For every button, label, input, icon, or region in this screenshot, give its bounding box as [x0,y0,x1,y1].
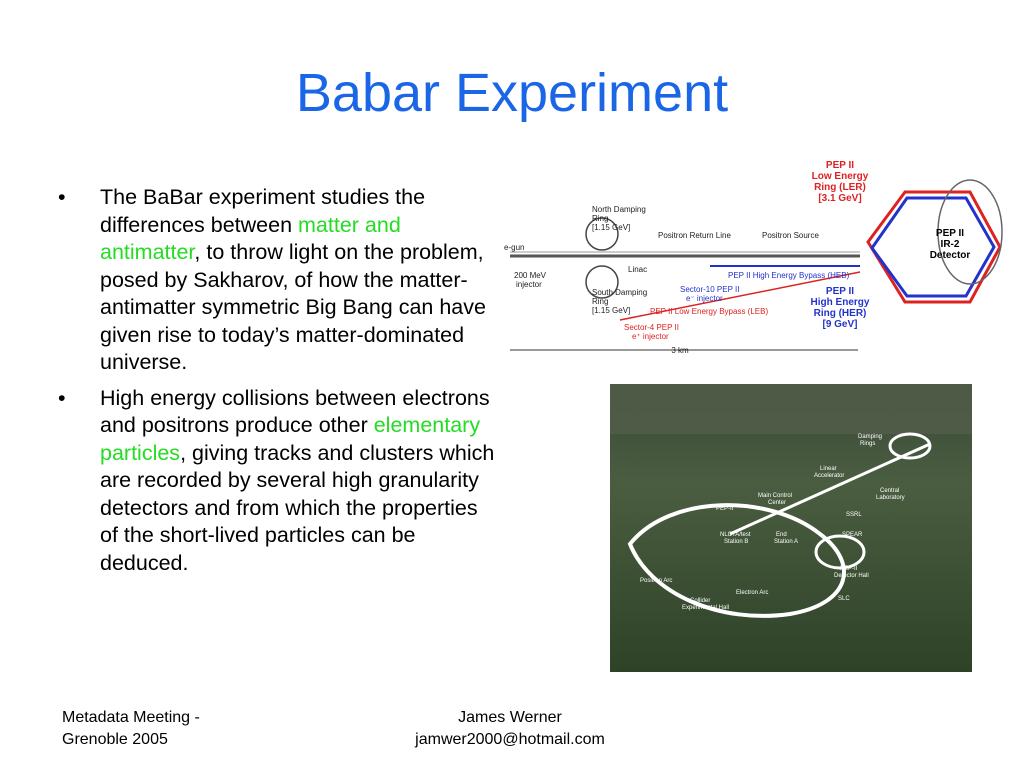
bullet-text: , giving tracks and clusters which are r… [100,440,495,575]
damping-rings [888,432,932,460]
north-damping-label-3: [1.15 GeV] [592,223,630,232]
heb-label: PEP II High Energy Bypass (HEB) [728,271,850,280]
aerial-photo: Damping Rings Linear Accelerator Central… [610,384,972,672]
south-damping-ring [585,265,619,299]
footer-author-email: jamwer2000@hotmail.com [415,731,605,748]
linear-accelerator [729,442,931,536]
nlcta-label-1: NLCTA/test [720,532,751,538]
bullet-item: • High energy collisions between electro… [56,385,496,578]
highlight-text: matter and antimatter [100,212,401,265]
damping-label-2: Rings [860,441,875,447]
accelerator-diagram: PEP II Low Energy Ring (LER) [3.1 GeV] P… [500,152,1008,364]
linear-label-1: Linear [820,466,837,472]
pep2-ler-label-1: PEP II [826,160,854,171]
scale-label: 3 km [671,346,689,355]
hills [610,384,972,434]
damping-label-1: Damping [858,434,882,440]
endstation-label-2: Station A [774,539,798,545]
slide-title: Babar Experiment [295,63,729,123]
egun-label: e-gun [504,243,524,252]
endstation-label-1: End [776,532,787,538]
footer-author-name: James Werner [458,709,562,726]
pep2-label: PEP-II [716,506,734,512]
bullet-dot: • [58,185,66,209]
main-control-label-1: Main Control [758,493,792,499]
spear-label: SPEAR [842,532,863,538]
electron-arc-label: Electron Arc [736,590,768,596]
detector-hall-label-1: PEP-II [840,566,858,572]
north-damping-ring [585,217,619,251]
pep2-her-label-1: PEP II [826,286,854,297]
central-label-1: Central [880,488,899,494]
outer-ring [937,179,1003,285]
leb-line [619,271,861,321]
bullet-dot: • [58,385,66,410]
collider-label-1: Collider [690,598,710,604]
pep2-ir2-label-3: Detector [930,250,971,261]
positron-arc-label: Positron Arc [640,578,672,584]
her-ring [870,196,996,298]
bullet-text: The BaBar experiment studies the differe… [100,185,426,237]
ssrl-label: SSRL [846,512,862,518]
south-damping-label-2: Ring [592,297,608,306]
bullet-item: • The BaBar experiment studies the diffe… [56,184,496,377]
pep2-her-label-4: [9 GeV] [822,319,857,330]
spear-ring [814,534,866,570]
pep2-ler-label-2: Low Energy [812,171,869,182]
pep2-her-label-2: High Energy [811,297,870,308]
injector-label-1: 200 MeV [514,271,547,280]
diagram-background [500,152,1008,364]
positron-source-label: Positron Source [762,231,819,240]
detector-hall-label-2: Detector Hall [834,573,869,579]
bullet-text: High energy collisions between electrons… [100,385,490,438]
collider-ring [627,503,846,618]
footer-meeting: Metadata Meeting - Grenoble 2005 [62,707,200,751]
central-label-2: Laboratory [876,495,905,501]
sector10-label-1: Sector-10 PEP II [680,285,739,294]
sector4-label-1: Sector-4 PEP II [624,323,679,332]
nlcta-label-2: Station B [724,539,748,545]
leb-label: PEP II Low Energy Bypass (LEB) [650,307,768,316]
pep2-ler-label-3: Ring (LER) [814,182,866,193]
north-damping-label-1: North Damping [592,205,646,214]
linac-label: Linac [628,265,647,274]
sector10-label-2: e⁻ injector [686,294,723,303]
bullet-list: • The BaBar experiment studies the diffe… [56,184,496,585]
linear-label-2: Accelerator [814,473,844,479]
south-damping-label-3: [1.15 GeV] [592,306,630,315]
positron-return-label: Positron Return Line [658,231,731,240]
highlight-text: elementary particles [100,413,481,465]
pep2-ler-label-4: [3.1 GeV] [818,193,861,204]
pep2-ir2-label-1: PEP II [936,228,964,239]
south-damping-label-1: South Damping [592,288,647,297]
slc-label: SLC [838,596,850,602]
north-damping-label-2: Ring [592,214,608,223]
injector-label-2: injector [516,280,542,289]
footer-meeting-line-2: Grenoble 2005 [62,731,168,748]
footer-author: James Werner jamwer2000@hotmail.com [360,707,660,751]
collider-label-2: Experimental Hall [682,605,729,611]
bullet-text: , to throw light on the problem, posed b… [100,240,486,374]
pep2-her-label-3: Ring (HER) [814,308,867,319]
pep2-ir2-label-2: IR-2 [941,239,960,250]
footer-meeting-line-1: Metadata Meeting - [62,709,200,726]
sector4-label-2: e⁺ injector [632,332,669,341]
main-control-label-2: Center [768,500,786,506]
